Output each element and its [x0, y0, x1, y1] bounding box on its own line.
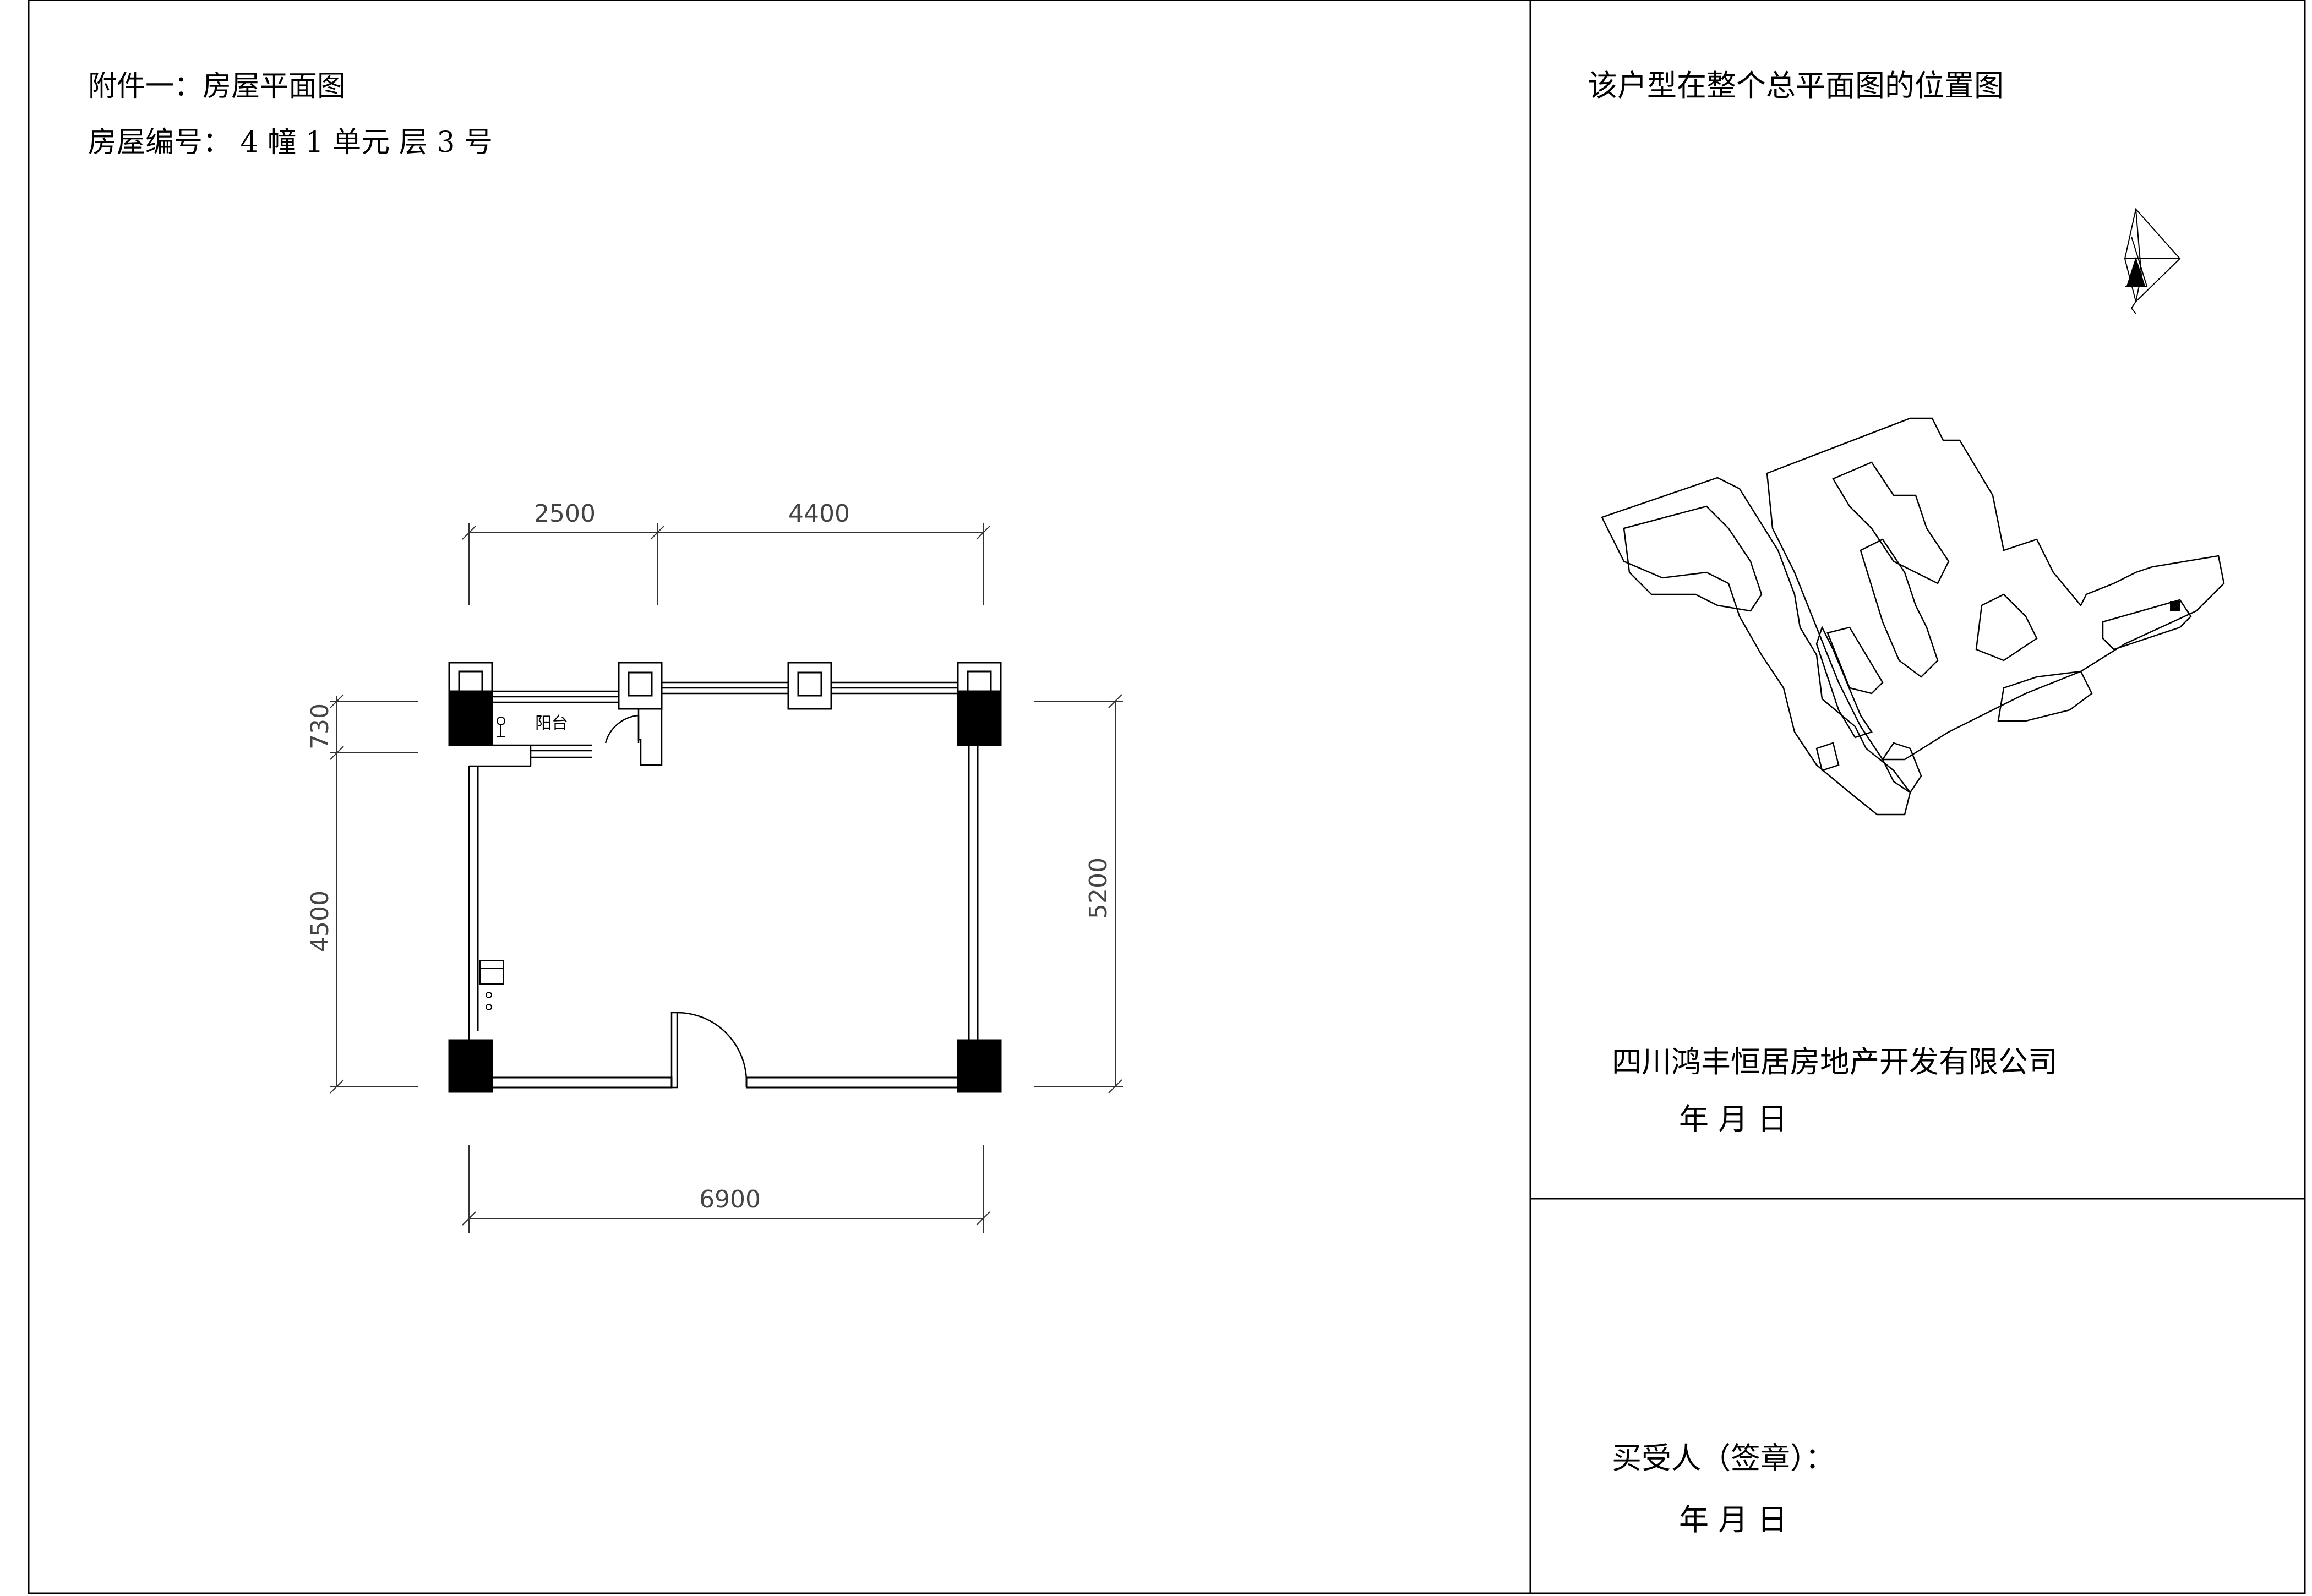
dim-bottom-total: 6900 — [699, 1185, 761, 1214]
column-top-right — [957, 662, 1002, 746]
buyer-signature-label: 买受人（签章）： — [1612, 1441, 1835, 1475]
balcony-railing — [492, 681, 958, 703]
site-block-east — [1766, 417, 2225, 761]
house-number: 房屋编号： 4 幢 1 单元 层 3 号 — [88, 126, 493, 159]
dim-left-lower: 4500 — [306, 890, 334, 952]
column-top-mid1 — [618, 662, 663, 710]
walls — [468, 745, 979, 1089]
north-arrow-icon — [2124, 207, 2181, 314]
floor-plan: 阳台 — [448, 662, 1002, 1093]
site-plan — [1601, 417, 2225, 816]
site-plan-title: 该户型在整个总平面图的位置图 — [1588, 68, 2004, 103]
dim-top-right: 4400 — [788, 500, 850, 528]
dim-top-left: 2500 — [534, 500, 596, 528]
highlighted-unit-marker — [2170, 601, 2180, 611]
balcony-fixture — [497, 717, 505, 737]
column-top-left — [448, 662, 493, 746]
room-label-balcony: 阳台 — [535, 714, 568, 733]
site-block-west — [1601, 477, 1911, 816]
balcony-partition — [469, 708, 663, 767]
column-top-mid2 — [787, 662, 832, 710]
sheet-frame — [28, 0, 2306, 1594]
developer-name: 四川鸿丰恒居房地产开发有限公司 — [1612, 1045, 2058, 1079]
buyer-date: 年 月 日 — [1679, 1502, 1787, 1537]
dimension-lines — [330, 523, 1123, 1233]
dim-left-upper: 730 — [306, 703, 334, 750]
dimension-texts: 2500 4400 6900 730 4500 5200 — [306, 500, 1113, 1214]
entrance-door — [670, 1012, 748, 1089]
electric-box — [479, 960, 504, 1010]
attachment-title: 附件一：房屋平面图 — [88, 70, 346, 103]
dim-right-total: 5200 — [1084, 857, 1113, 919]
developer-date: 年 月 日 — [1679, 1102, 1787, 1136]
column-bottom-right — [957, 1039, 1002, 1093]
column-bottom-left — [448, 1039, 493, 1093]
